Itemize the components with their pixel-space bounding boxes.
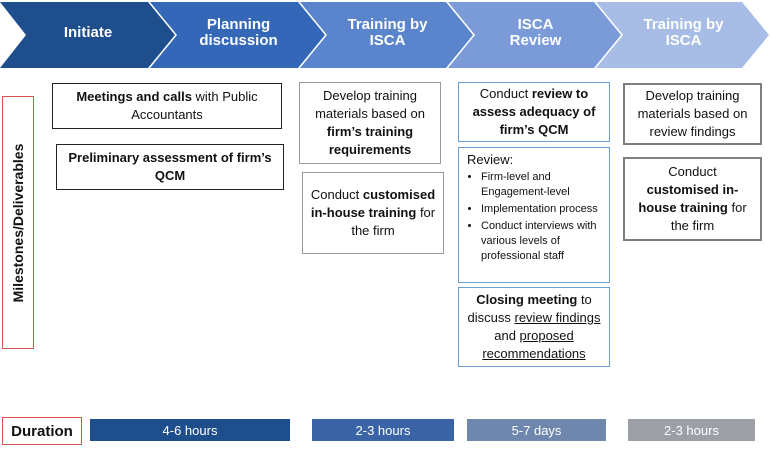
meetings-box: Meetings and calls with Public Accountan… [52,83,282,129]
milestones-label-box: Milestones/Deliverables [2,96,34,349]
review-title: Review: [467,152,514,167]
stage-label-initiate: Initiate [63,24,113,41]
review-item: Implementation process [481,202,601,217]
duration-bar-review: 5-7 days [467,419,606,441]
closing-meeting-box: Closing meeting to discuss review findin… [458,287,610,367]
review-item: Conduct interviews with various levels o… [481,219,601,264]
duration-bar-training-1: 2-3 hours [312,419,454,441]
assessment-box: Preliminary assessment of firm’s QCM [56,144,284,190]
stage-chevron-training-1 [300,2,473,68]
review-details-box: Review: Firm-level and Engagement-level … [458,147,610,283]
process-chevrons [0,2,769,68]
conduct-training-box: Conduct customised in-house training for… [302,172,444,254]
review-item: Firm-level and Engagement-level [481,170,601,200]
stage-chevron-initiate [0,2,175,68]
develop-review-materials-box: Develop training materials based on revi… [623,83,762,145]
conduct-review-box: Conduct review to assess adequacy of fir… [458,82,610,142]
stage-chevron-review [448,2,621,68]
stage-chevron-planning [150,2,325,68]
milestones-label: Milestones/Deliverables [10,143,26,302]
duration-bar-training-2: 2-3 hours [628,419,755,441]
duration-label: Duration [2,417,82,445]
stage-chevron-training-2 [596,2,769,68]
develop-training-box: Develop training materials based on firm… [299,82,441,164]
review-items-list: Firm-level and Engagement-level Implemen… [467,170,601,264]
duration-bar-initiate: 4-6 hours [90,419,290,441]
conduct-training-2-box: Conduct customised in-house training for… [623,157,762,241]
